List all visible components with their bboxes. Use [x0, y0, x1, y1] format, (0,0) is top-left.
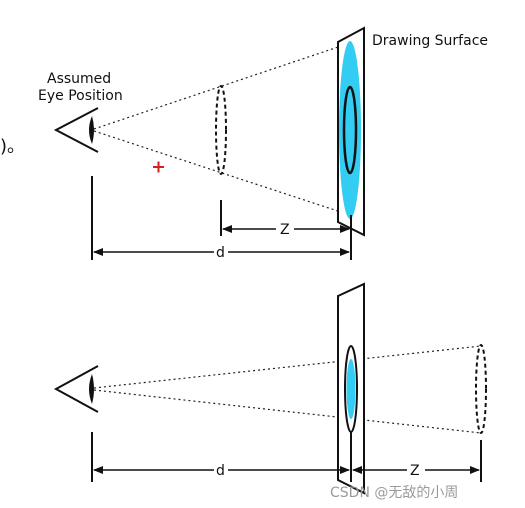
z-distance-label: Z — [410, 463, 420, 479]
object-outline — [475, 344, 487, 434]
text-fragment: )。 — [0, 136, 25, 157]
bottom-diagram: d Z — [53, 282, 487, 495]
projected-image-outline — [342, 85, 358, 175]
watermark: CSDN @无敌的小周 — [330, 485, 458, 501]
plus-marker-icon — [153, 161, 164, 173]
drawing-surface-label: Drawing Surface — [372, 33, 488, 49]
projected-image-fill — [346, 359, 356, 419]
d-distance-label: d — [216, 245, 225, 261]
z-distance-label: Z — [280, 222, 290, 238]
eye-icon — [53, 107, 99, 153]
eye-position-label-line2: Eye Position — [38, 88, 123, 104]
d-distance-label: d — [216, 463, 225, 479]
eye-position-label-line1: Assumed — [47, 71, 111, 87]
projected-image-fill — [339, 41, 361, 219]
sight-line-upper — [93, 345, 482, 389]
top-diagram: Assumed Eye Position Drawing Surface Z d — [38, 26, 488, 261]
eye-icon — [53, 365, 99, 413]
object-outline — [215, 85, 227, 175]
sight-line-lower — [93, 389, 482, 434]
